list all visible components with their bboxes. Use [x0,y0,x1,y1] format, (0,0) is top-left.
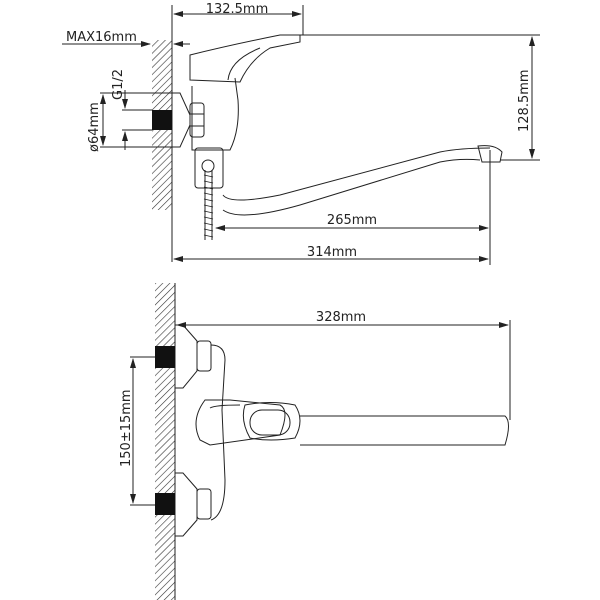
dim-328: 328mm [316,310,366,325]
dim-314: 314mm [307,245,357,260]
inlet-block-top [155,346,175,368]
dim-64: ø64mm [87,102,102,152]
dim-128-5: 128.5mm [517,69,532,132]
top-view-labels: 328mm 150±15mm [119,310,366,467]
dim-132-5: 132.5mm [206,2,269,17]
dim-g12: G1/2 [111,69,126,100]
inlet-block-bottom [155,493,175,515]
dim-max16: MAX16mm [66,30,137,45]
side-view [62,5,540,265]
inlet-block [152,110,172,130]
wall-hatch [155,283,175,600]
side-view-labels: 132.5mm MAX16mm G1/2 ø64mm 128.5mm 265mm… [66,2,532,260]
dim-265: 265mm [327,213,377,228]
dim-150: 150±15mm [119,389,134,467]
top-view [130,283,511,600]
